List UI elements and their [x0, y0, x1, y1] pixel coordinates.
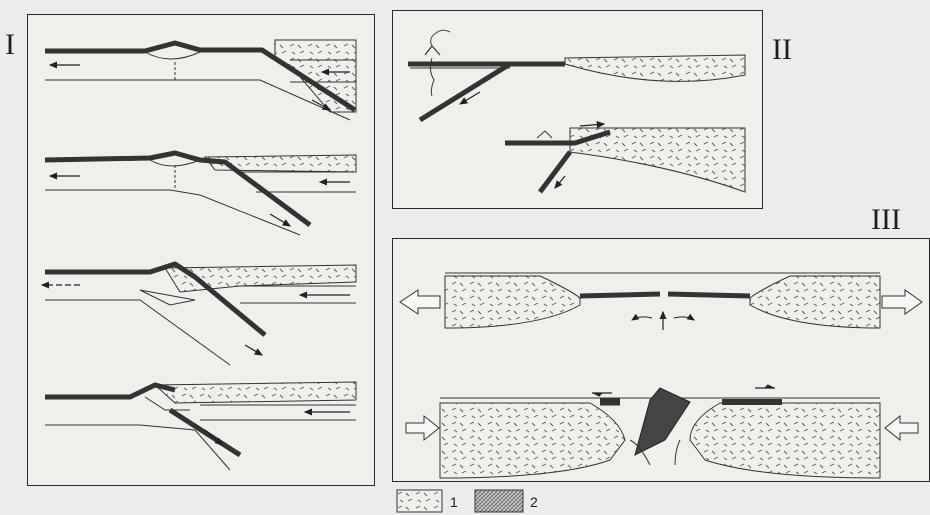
- panel-I-stage-1: [45, 40, 356, 120]
- legend-label-1: 1: [450, 494, 458, 510]
- legend-swatch-1: [397, 490, 442, 512]
- panel-II-drawing: [408, 30, 745, 192]
- panel-III-collision: [406, 388, 918, 478]
- panel-I-stage-2: [45, 153, 356, 235]
- legend-label-2: 2: [530, 494, 538, 510]
- legend-swatch-2: [475, 490, 523, 512]
- panel-III-rifting: [400, 273, 922, 330]
- panel-I-stage-3: [42, 264, 356, 365]
- panel-I-stage-4: [45, 382, 356, 470]
